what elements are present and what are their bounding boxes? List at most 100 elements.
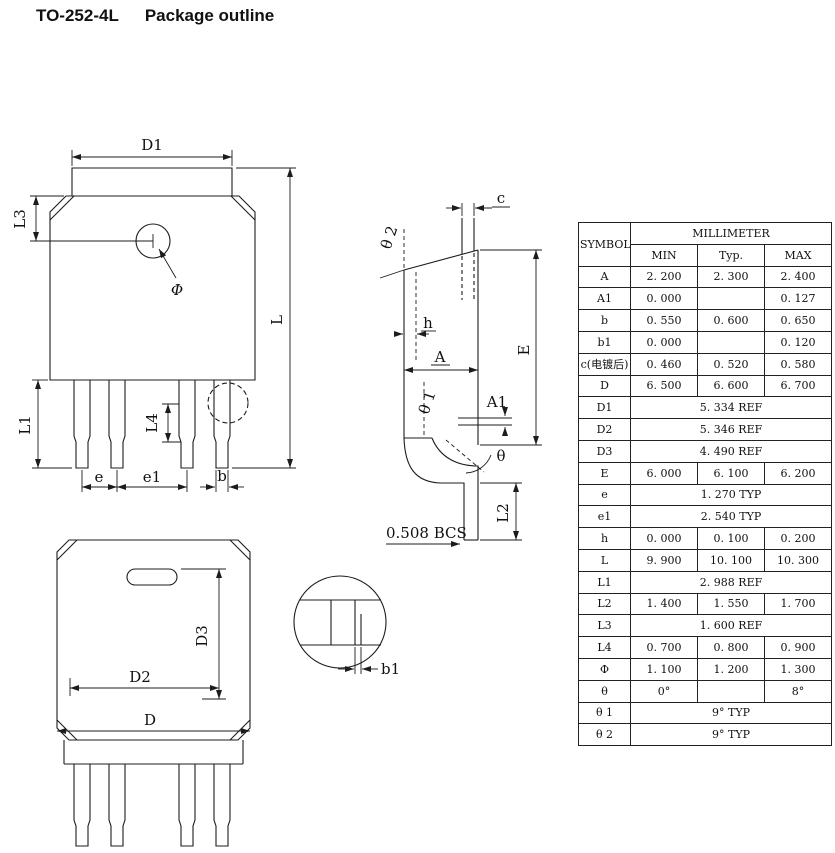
value-cell: 0. 600 [697, 309, 765, 332]
dim-label-l4: L4 [143, 413, 161, 433]
lead-bend-outer [403, 437, 465, 540]
value-cell: 6. 600 [697, 374, 765, 398]
value-cell: 2. 400 [763, 265, 833, 289]
dim-label-d1: D1 [141, 136, 163, 154]
value-cell: 0. 900 [763, 636, 833, 659]
value-cell: 0. 000 [630, 527, 698, 550]
symbol-cell: b [578, 309, 631, 332]
lead-outline [213, 764, 231, 847]
dim-label-a: A [434, 348, 446, 366]
symbol-cell: D [578, 374, 631, 398]
chamfer-line [56, 539, 78, 561]
value-cell: 0. 460 [630, 352, 698, 376]
dim-label-e: e [95, 468, 104, 486]
symbol-cell: L4 [578, 636, 631, 659]
chamfer-line [229, 719, 251, 741]
dim-label-b: b [217, 467, 227, 485]
lead-outline [108, 764, 126, 847]
dim-label-d2: D2 [129, 668, 151, 686]
value-cell: 8° [763, 679, 833, 703]
lead-outline [108, 380, 126, 469]
slot [126, 568, 178, 586]
value-cell: 0. 550 [630, 309, 698, 332]
dim-label-l1: L1 [16, 415, 34, 435]
value-cell: 6. 000 [630, 461, 698, 485]
lead-bend-inner [431, 437, 479, 540]
dim-label-l3: L3 [11, 209, 29, 229]
symbol-cell: D2 [578, 418, 631, 441]
value-cell: 1. 600 REF [629, 614, 833, 638]
value-cell: 0° [630, 679, 698, 703]
value-cell: 10. 300 [763, 548, 833, 572]
chamfer-line [56, 719, 78, 741]
front-dimensions: D1 L3 Φ L L1 L4 e e1 b [11, 136, 296, 492]
max-header: MAX [763, 243, 833, 267]
value-cell: 0. 120 [763, 330, 833, 354]
value-cell: 2. 300 [697, 265, 765, 289]
symbol-cell: c(电镀后) [578, 352, 631, 376]
value-cell: 0. 580 [763, 352, 833, 376]
detail-reference-circle [207, 382, 249, 424]
value-cell: 0. 800 [697, 636, 765, 659]
dim-label-c: c [497, 189, 505, 207]
dim-label-a1: A1 [486, 393, 507, 411]
value-cell: 1. 300 [763, 657, 833, 681]
symbol-cell: h [578, 527, 631, 550]
chamfer-line [230, 195, 256, 221]
value-cell: 1. 400 [630, 592, 698, 616]
value-cell: 1. 270 TYP [629, 483, 833, 507]
value-cell: 9° TYP [629, 723, 833, 747]
dim-label-l2: L2 [494, 503, 512, 523]
value-cell: 1. 700 [763, 592, 833, 616]
tab-outline [71, 167, 233, 196]
millimeter-header: MILLIMETER [629, 222, 833, 245]
symbol-cell: L [578, 548, 631, 572]
bottom-view [56, 539, 251, 847]
dim-label-theta2: θ 2 [377, 224, 401, 252]
side-view [403, 218, 479, 541]
symbol-header: SYMBOL [578, 222, 631, 267]
dim-label-d3: D3 [193, 625, 211, 647]
leader-line-phi [158, 248, 177, 279]
typ-header: Typ. [697, 243, 765, 267]
symbol-cell: θ 1 [578, 701, 631, 725]
table-header-row: SYMBOL MILLIMETER [578, 222, 833, 267]
value-cell: 2. 988 REF [629, 570, 833, 594]
value-cell: 9. 900 [630, 548, 698, 572]
slant-ext-line [379, 269, 405, 279]
front-view [49, 167, 256, 469]
lead-outline [178, 764, 196, 847]
symbol-cell: θ [578, 679, 631, 703]
value-cell: 0. 000 [630, 287, 698, 311]
detail-view [293, 575, 387, 669]
side-dimensions: c θ 2 h A θ 1 A1 θ E L2 0.508 BCS [377, 189, 542, 547]
dim-label-d: D [144, 711, 156, 729]
body-top-slant [403, 249, 479, 271]
value-cell: 6. 100 [697, 461, 765, 485]
value-cell: 0. 100 [697, 527, 765, 550]
symbol-cell: A [578, 265, 631, 289]
value-cell: 4. 490 REF [629, 439, 833, 463]
dim-label-l: L [268, 315, 286, 325]
dim-label-bcs: 0.508 BCS [386, 524, 467, 542]
symbol-cell: θ 2 [578, 723, 631, 747]
value-cell: 0. 650 [763, 309, 833, 332]
angle-ref-line [445, 439, 485, 473]
value-cell: 1. 200 [697, 657, 765, 681]
detail-dimensions: b1 [338, 647, 400, 678]
